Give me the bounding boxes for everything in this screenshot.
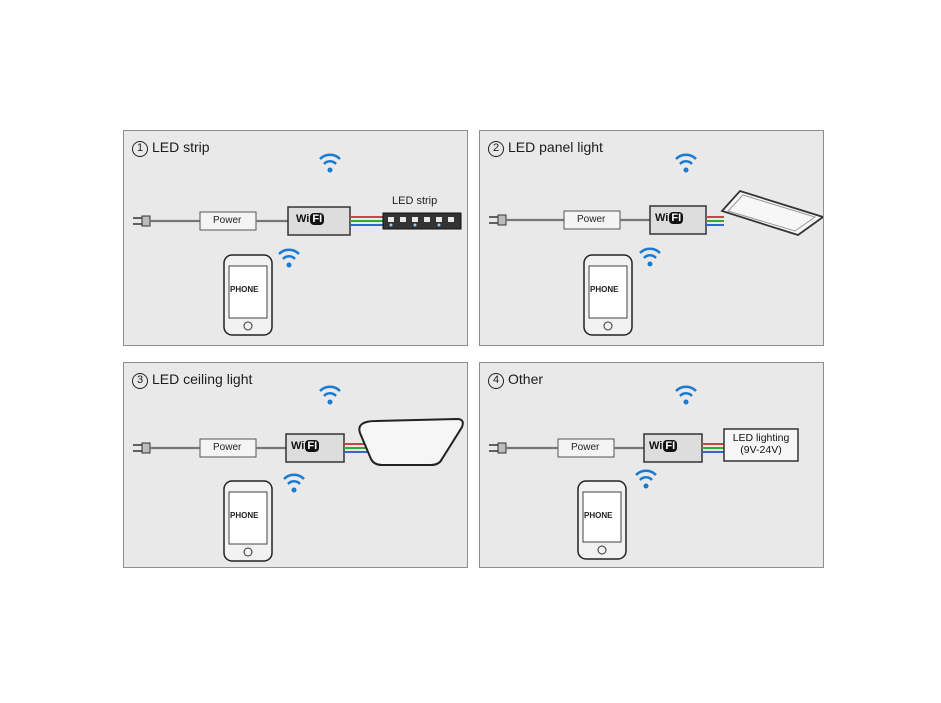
panel-title-text: LED panel light (508, 139, 603, 155)
wifi-signal-icon (319, 153, 341, 165)
wifi-logo-right: FI (663, 440, 678, 452)
led-lighting-label: LED lighting (9V-24V) (726, 432, 796, 456)
wifi-signal-icon (635, 469, 657, 481)
rgb-wires (344, 443, 367, 453)
led-lighting-line-1: LED lighting (732, 432, 790, 444)
wifi-logo-left: Wi (296, 213, 310, 225)
wifi-signal-icon (319, 385, 341, 397)
power-label: Power (577, 214, 606, 225)
step-number: 2 (488, 141, 504, 157)
phone-label: PHONE (230, 285, 259, 294)
rgb-wires (706, 216, 724, 226)
plug-icon (133, 215, 151, 227)
step-number: 1 (132, 141, 148, 157)
wifi-signal-icon (675, 385, 697, 397)
step-number: 3 (132, 373, 148, 389)
led-lighting-box (723, 428, 799, 462)
wifi-logo-right: FI (305, 440, 320, 452)
panel-1-diagram (133, 153, 462, 336)
panel-title-text: LED strip (152, 139, 210, 155)
panel-title-text: LED ceiling light (152, 371, 253, 387)
led-panel-light (720, 189, 823, 236)
wifi-controller (285, 433, 345, 463)
wifi-signal-icon (278, 248, 300, 260)
panel-3-diagram (133, 385, 464, 562)
wifi-logo-right: FI (310, 213, 325, 225)
wifi-signal-icon (675, 153, 697, 165)
wifi-signal-icon (283, 473, 305, 485)
panel-2-diagram (489, 153, 823, 336)
phone-label: PHONE (590, 285, 619, 294)
wifi-signal-icon (639, 247, 661, 259)
rgb-wires (350, 216, 383, 226)
power-label: Power (213, 442, 242, 453)
panel-title-text: Other (508, 371, 544, 387)
led-strip-label: LED strip (392, 195, 438, 207)
power-label: Power (213, 215, 242, 226)
led-lighting-line-2: (9V-24V) (740, 444, 782, 456)
wifi-logo-right: FI (669, 212, 684, 224)
panel-4-diagram (489, 385, 799, 560)
plug-icon (489, 214, 507, 226)
plug-icon (133, 442, 151, 454)
wifi-logo-left: Wi (655, 212, 669, 224)
wifi-logo-left: Wi (291, 440, 305, 452)
step-number: 4 (488, 373, 504, 389)
phone-label: PHONE (230, 511, 259, 520)
wifi-logo-left: Wi (649, 440, 663, 452)
plug-icon (489, 442, 507, 454)
ceiling-light (358, 417, 464, 466)
power-label: Power (571, 442, 600, 453)
phone-label: PHONE (584, 511, 613, 520)
rgb-wires (702, 443, 724, 453)
